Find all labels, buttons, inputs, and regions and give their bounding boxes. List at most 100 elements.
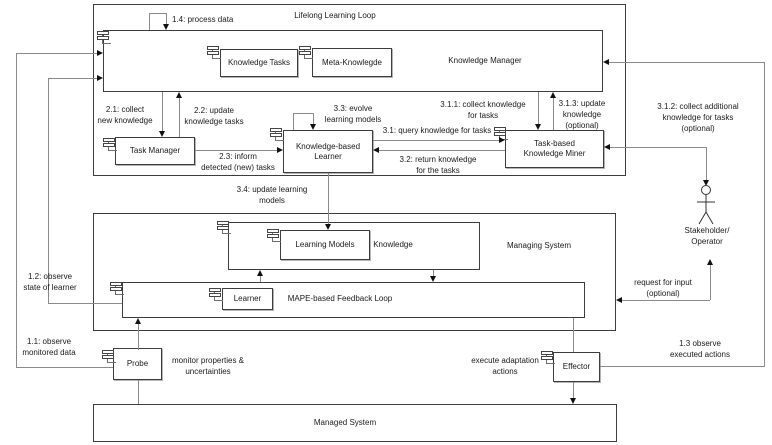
component-icon [110,282,124,295]
edge-line [610,147,706,148]
arrowhead [535,124,541,130]
knowledge-manager-title: Knowledge Manager [448,56,522,65]
box-probe: Probe [113,348,162,380]
component-icon [102,350,116,363]
arrowhead [257,270,263,276]
component-icon [541,351,555,364]
arrowhead [707,259,713,265]
kb-learner-label-1: Knowledge-based [295,141,361,151]
component-icon [217,221,231,234]
arrowhead [135,318,141,324]
edge-label-request-input: request for input(optional) [634,278,692,298]
managing-system-title: Managing System [506,241,572,250]
arrowhead [604,144,610,150]
arrowhead [97,75,103,81]
knowledge-tasks-label: Knowledge Tasks [227,58,291,67]
edge-line [710,265,711,300]
edge-line [553,98,554,130]
component-icon [267,229,281,242]
edge-line [313,113,314,124]
kb-learner-label-2: Learner [314,151,342,161]
edge-line [48,78,49,303]
edge-line [433,270,434,276]
arrowhead [176,92,182,98]
edge-label-monitor: monitor properties &uncertainties [171,356,245,376]
box-managed-system [93,404,617,442]
box-learning-models: Learning Models [280,230,370,260]
edge-line [149,13,167,14]
edge-line [149,13,150,30]
edge-line [293,113,314,114]
task-manager-label: Task Manager [129,146,181,155]
knowledge-title: Knowledge [373,240,413,249]
lifelong-loop-title: Lifelong Learning Loop [294,11,376,20]
stakeholder-actor-icon [697,185,715,225]
miner-label-1: Task-based [534,139,575,148]
component-icon [299,46,313,59]
arrowhead [499,137,505,143]
managed-system-title: Managed System [313,418,377,427]
edge-line [179,98,180,137]
arrowhead [310,124,316,130]
edge-line [195,150,277,151]
edge-line [138,380,139,404]
box-task-based-knowledge-miner: Task-based Knowledge Miner [505,130,604,168]
arrowhead [616,297,622,303]
box-knowledge-tasks: Knowledge Tasks [220,49,298,77]
arrowhead [570,398,576,404]
learning-models-label: Learning Models [295,240,355,249]
edge-line [609,62,764,63]
component-icon [207,46,221,59]
edge-line [16,367,113,368]
probe-label: Probe [126,359,149,368]
box-learner: Learner [222,288,273,310]
arrowhead [550,92,556,98]
mape-loop-title: MAPE-based Feedback Loop [287,294,393,303]
stakeholder-actor-label: Stakeholder/Operator [684,226,730,246]
edge-line [600,366,765,367]
edge-label-3-1: 3.1: query knowledge for tasks [382,126,492,135]
edge-line [764,62,765,366]
edge-line [293,113,294,130]
edge-line [138,324,139,350]
arrowhead [325,224,331,230]
edge-line [260,276,261,282]
edge-line [538,92,539,124]
edge-line [379,150,505,151]
component-icon [97,31,111,44]
edge-line [373,140,499,141]
edge-line [573,382,574,398]
arrowhead [430,276,436,282]
component-icon [103,138,117,151]
box-task-manager: Task Manager [115,137,195,165]
edge-label-1-4: 1.4: process data [172,15,234,24]
arrowhead [163,24,169,30]
arrowhead [159,131,165,137]
edge-line [328,173,329,224]
edge-line [706,147,707,180]
box-effector: Effector [553,352,600,382]
arrowhead [703,180,709,186]
edge-line [48,78,97,79]
edge-line [166,13,167,24]
component-icon [209,288,223,301]
box-mape-feedback-loop [122,282,585,318]
edge-line [162,92,163,131]
miner-label-2: Knowledge Miner [523,149,586,158]
arrowhead [603,59,609,65]
learner-label: Learner [233,294,262,303]
meta-knowledge-label: Meta-Knowlegde [321,57,383,67]
